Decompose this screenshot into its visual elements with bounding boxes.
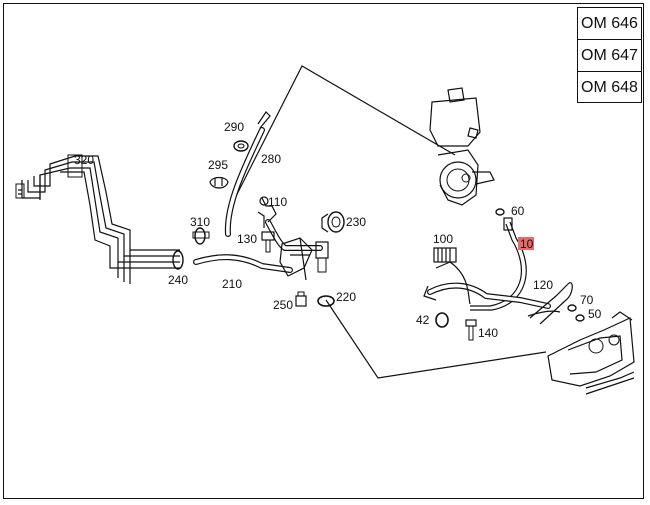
part-label-220[interactable]: 220 bbox=[336, 290, 356, 304]
part-label-120[interactable]: 120 bbox=[533, 278, 553, 292]
steering-gear bbox=[547, 311, 635, 395]
part-label-100[interactable]: 100 bbox=[433, 232, 453, 246]
engine-variant-om646[interactable]: OM 646 bbox=[578, 8, 641, 40]
part-label-250[interactable]: 250 bbox=[273, 298, 293, 312]
pipe-120 bbox=[527, 282, 573, 325]
part-label-50[interactable]: 50 bbox=[588, 307, 602, 321]
diagram-frame bbox=[3, 3, 644, 499]
bearing-230 bbox=[321, 211, 345, 233]
seals-70-50 bbox=[567, 304, 585, 322]
engine-variant-om647[interactable]: OM 647 bbox=[578, 40, 641, 72]
hose-clamps bbox=[172, 227, 210, 270]
hose-280 bbox=[224, 111, 271, 237]
leader-upper bbox=[227, 65, 456, 213]
part-labels: 320 290 295 280 110 310 130 230 240 210 … bbox=[74, 120, 602, 340]
part-label-10[interactable]: 10 bbox=[520, 237, 534, 251]
part-label-310[interactable]: 310 bbox=[190, 215, 210, 229]
part-label-140[interactable]: 140 bbox=[478, 326, 498, 340]
part-label-130[interactable]: 130 bbox=[237, 232, 257, 246]
part-label-60[interactable]: 60 bbox=[511, 204, 525, 218]
cooler-tube-bundle bbox=[15, 154, 180, 284]
return-hose bbox=[423, 261, 551, 309]
part-label-295[interactable]: 295 bbox=[208, 158, 228, 172]
bolt-140 bbox=[465, 319, 477, 341]
seal-60 bbox=[495, 208, 505, 216]
part-label-230[interactable]: 230 bbox=[346, 215, 366, 229]
bolt-250 bbox=[295, 291, 307, 307]
engine-variant-table: OM 646 OM 647 OM 648 bbox=[577, 7, 642, 103]
selected-part-highlight bbox=[518, 237, 534, 250]
part-label-240[interactable]: 240 bbox=[168, 273, 188, 287]
clamp-295 bbox=[209, 176, 229, 189]
clamp-290 bbox=[233, 140, 249, 152]
bolt-130 bbox=[261, 231, 275, 253]
part-label-280[interactable]: 280 bbox=[261, 152, 281, 166]
part-label-320[interactable]: 320 bbox=[74, 153, 94, 167]
part-label-110[interactable]: 110 bbox=[268, 195, 287, 209]
pump-reservoir bbox=[429, 87, 495, 206]
part-label-210[interactable]: 210 bbox=[222, 277, 242, 291]
leader-lower bbox=[325, 299, 547, 379]
part-label-42[interactable]: 42 bbox=[416, 313, 430, 327]
seal-220 bbox=[317, 295, 335, 307]
clamp-42 bbox=[435, 312, 449, 328]
bearing-100 bbox=[433, 247, 457, 263]
bracket-assembly bbox=[257, 196, 329, 281]
hose-210 bbox=[193, 254, 293, 273]
connection-lines bbox=[227, 65, 547, 379]
part-label-70[interactable]: 70 bbox=[580, 293, 594, 307]
engine-variant-om648[interactable]: OM 648 bbox=[581, 79, 638, 96]
part-label-290[interactable]: 290 bbox=[224, 120, 244, 134]
